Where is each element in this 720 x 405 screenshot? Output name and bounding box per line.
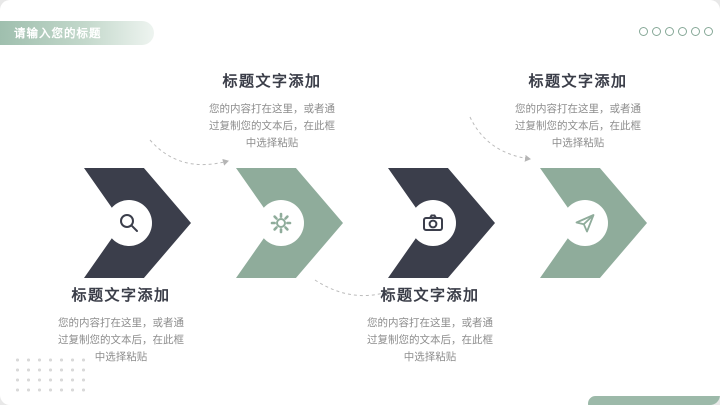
- step-badge-4: [562, 200, 608, 246]
- block-body-line: 您的内容打在这里，或者通: [58, 317, 184, 329]
- block-body: 您的内容打在这里，或者通 过复制您的文本后，在此框 中选择粘贴: [177, 101, 367, 152]
- step-badge-2: [258, 200, 304, 246]
- decor-circle: [704, 27, 713, 36]
- text-block-bottom-1: 标题文字添加 您的内容打在这里，或者通 过复制您的文本后，在此框 中选择粘贴: [26, 284, 216, 366]
- step-chevron-1: [84, 168, 191, 278]
- block-title: 标题文字添加: [71, 286, 171, 304]
- send-icon: [575, 214, 595, 233]
- camera-icon: [423, 214, 443, 231]
- decor-circle: [639, 27, 648, 36]
- block-body-line: 过复制您的文本后，在此框: [367, 334, 493, 346]
- block-body-line: 过复制您的文本后，在此框: [58, 334, 184, 346]
- decor-circle: [652, 27, 661, 36]
- step-badge-3: [410, 200, 456, 246]
- decor-dot-grid: [12, 355, 92, 396]
- decor-circle: [665, 27, 674, 36]
- decor-circle: [691, 27, 700, 36]
- block-body: 您的内容打在这里，或者通 过复制您的文本后，在此框 中选择粘贴: [483, 101, 673, 152]
- block-body-line: 您的内容打在这里，或者通: [367, 317, 493, 329]
- step-chevron-2: [236, 168, 343, 278]
- text-block-top-1: 标题文字添加 您的内容打在这里，或者通 过复制您的文本后，在此框 中选择粘贴: [177, 70, 367, 152]
- block-body-line: 中选择粘贴: [245, 137, 299, 149]
- block-body-line: 中选择粘贴: [551, 137, 605, 149]
- search-icon: [120, 214, 138, 232]
- step-chevron-3: [388, 168, 495, 278]
- decor-bottom-bar: [588, 396, 720, 405]
- block-title: 标题文字添加: [222, 72, 322, 90]
- block-body: 您的内容打在这里，或者通 过复制您的文本后，在此框 中选择粘贴: [26, 315, 216, 366]
- slide-title-placeholder: 请输入您的标题: [14, 26, 102, 40]
- block-body-line: 您的内容打在这里，或者通: [209, 103, 335, 115]
- block-title: 标题文字添加: [380, 286, 480, 304]
- decor-circles: [639, 27, 713, 36]
- text-block-bottom-2: 标题文字添加 您的内容打在这里，或者通 过复制您的文本后，在此框 中选择粘贴: [335, 284, 525, 366]
- block-body-line: 过复制您的文本后，在此框: [209, 120, 335, 132]
- decor-circle: [678, 27, 687, 36]
- block-body-line: 中选择粘贴: [94, 351, 148, 363]
- block-title: 标题文字添加: [528, 72, 628, 90]
- block-body-line: 过复制您的文本后，在此框: [515, 120, 641, 132]
- step-badge-1: [106, 200, 152, 246]
- block-body: 您的内容打在这里，或者通 过复制您的文本后，在此框 中选择粘贴: [335, 315, 525, 366]
- step-chevron-4: [540, 168, 647, 278]
- block-body-line: 您的内容打在这里，或者通: [515, 103, 641, 115]
- gear-icon: [270, 212, 292, 234]
- block-body-line: 中选择粘贴: [403, 351, 457, 363]
- slide-title-ribbon: 请输入您的标题: [0, 21, 154, 45]
- text-block-top-2: 标题文字添加 您的内容打在这里，或者通 过复制您的文本后，在此框 中选择粘贴: [483, 70, 673, 152]
